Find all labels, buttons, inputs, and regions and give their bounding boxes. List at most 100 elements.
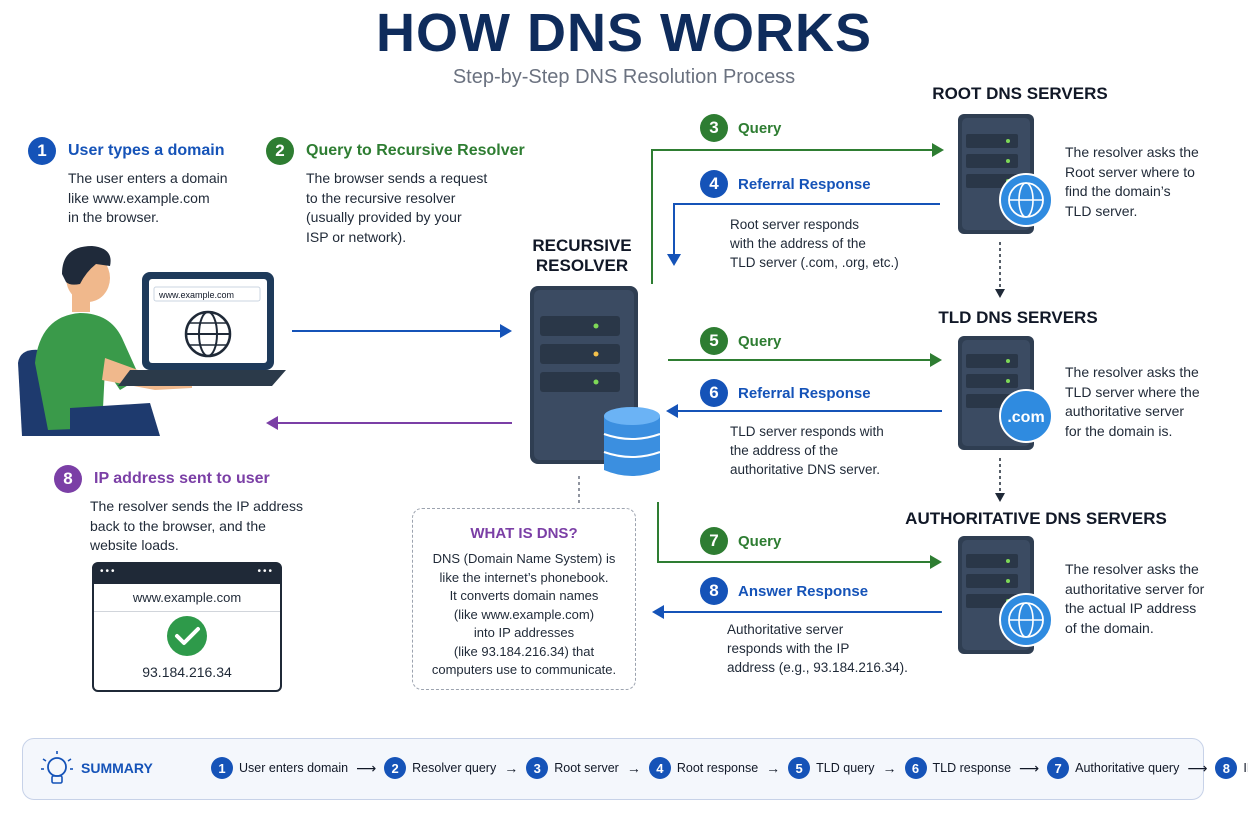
tld-desc-line: TLD server where the (1065, 383, 1200, 400)
tld-response-label: 6 Referral Response (700, 379, 871, 407)
step-2-line: (usually provided by your (306, 209, 462, 225)
summary-step-label: Root response (676, 761, 759, 775)
auth-desc-line: of the domain. (1065, 619, 1154, 636)
summary-step-badge: 6 (904, 757, 927, 779)
summary-step-badge: 3 (526, 757, 549, 779)
summary-arrow-icon: ⟶ (1019, 759, 1040, 776)
what-is-dns-box: WHAT IS DNS? DNS (Domain Name System) is… (412, 508, 636, 690)
tld-desc: The resolver asks the TLD server where t… (1065, 363, 1200, 441)
summary-arrow-icon: → (766, 760, 781, 776)
root-response-badge: 4 (700, 170, 728, 198)
auth-desc-line: the actual IP address (1065, 600, 1197, 616)
root-flow-arrows (651, 143, 944, 284)
summary-step-label: Authoritative query (1075, 761, 1180, 775)
auth-desc-line: The resolver asks the (1065, 561, 1199, 577)
step-1-badge: 1 (28, 137, 56, 165)
step-2-line: The browser sends a request (306, 170, 488, 186)
user-resolver-arrows (266, 324, 512, 430)
summary-step-badge: 8 (1215, 757, 1238, 779)
tld-response-desc: TLD server responds with the address of … (730, 422, 884, 479)
step-8: 8 IP address sent to user The resolver s… (54, 465, 303, 556)
summary-arrow-icon: → (882, 760, 897, 776)
resolver-title-line: RESOLVER (535, 256, 629, 275)
result-browser-window: ••• ••• www.example.com 93.184.216.34 (92, 562, 282, 692)
com-badge-circle (999, 389, 1053, 443)
root-response-line: TLD server (.com, .org, etc.) (730, 255, 899, 270)
root-response-line: with the address of the (730, 236, 866, 251)
step-2-badge: 2 (266, 137, 294, 165)
root-response-line: Root server responds (730, 217, 860, 232)
com-badge: .com (1007, 409, 1044, 426)
what-is-dns-title: WHAT IS DNS? (470, 525, 578, 542)
browser-titlebar: ••• ••• (94, 564, 280, 584)
tld-response-line: the address of the (730, 443, 839, 458)
tld-title: TLD DNS SERVERS (938, 308, 1098, 327)
summary-step-label: Resolver query (412, 761, 497, 775)
step-2: 2 Query to Recursive Resolver The browse… (266, 137, 525, 247)
auth-response-badge: 8 (700, 577, 728, 605)
resolver-title-line: RECURSIVE (532, 236, 632, 255)
what-is-dns-line: It converts domain names (449, 588, 599, 603)
auth-response-label: 8 Answer Response (700, 577, 868, 605)
tld-server-icon: .com (958, 336, 1053, 450)
summary-step-badge: 4 (648, 757, 671, 779)
auth-response-desc: Authoritative server responds with the I… (727, 620, 908, 677)
root-desc-line: TLD server. (1065, 202, 1138, 219)
step-1-line: The user enters a domain (68, 170, 228, 186)
auth-title: AUTHORITATIVE DNS SERVERS (905, 509, 1167, 528)
summary-arrow-icon: ⟶ (1187, 759, 1208, 776)
resolver-info-connector (578, 476, 580, 506)
tld-query-badge: 5 (700, 327, 728, 355)
tld-response-line: authoritative DNS server. (730, 462, 881, 477)
tld-desc-line: for the domain is. (1065, 422, 1173, 439)
auth-desc-line: authoritative server for (1065, 580, 1205, 597)
auth-flow-arrows (652, 502, 942, 619)
root-response-label: 4 Referral Response (700, 170, 871, 198)
result-url: www.example.com (94, 590, 280, 612)
step-1-title: User types a domain (68, 142, 225, 159)
step-2-line: to the recursive resolver (306, 189, 456, 206)
window-dots-left: ••• (100, 566, 117, 577)
checkmark-icon (167, 616, 207, 656)
summary-step-label: Root server (554, 761, 619, 775)
root-desc-line: The resolver asks the (1065, 144, 1199, 160)
what-is-dns-line: DNS (Domain Name System) is (432, 551, 616, 566)
what-is-dns-line: computers use to communicate. (431, 662, 617, 677)
root-desc-line: Root server where to (1065, 163, 1195, 180)
window-dots-right: ••• (257, 566, 274, 577)
tld-response-line: TLD server responds with (730, 424, 884, 439)
tld-response-badge: 6 (700, 379, 728, 407)
step-2-title: Query to Recursive Resolver (306, 142, 525, 159)
summary-arrow-icon: → (626, 760, 641, 776)
tld-query-label: 5 Query (700, 327, 781, 355)
root-query-label: 3 Query (700, 114, 781, 142)
page-title: HOW DNS WORKS (376, 3, 872, 63)
summary-step-badge: 5 (788, 757, 811, 779)
step-1-line: like www.example.com (68, 189, 210, 206)
auth-response-line: address (e.g., 93.184.216.34). (727, 660, 908, 675)
what-is-dns-line: into IP addresses (473, 625, 575, 640)
page-subtitle: Step-by-Step DNS Resolution Process (452, 66, 796, 88)
auth-query-text: Query (738, 532, 782, 550)
summary-step-label: User enters domain (239, 761, 349, 775)
step-2-line: ISP or network). (306, 228, 407, 245)
globe-icon (999, 593, 1053, 647)
summary-label: SUMMARY (81, 760, 153, 776)
auth-response-line: Authoritative server (727, 622, 844, 637)
tld-query-text: Query (738, 332, 782, 350)
root-desc-line: find the domain’s (1065, 183, 1171, 199)
summary-step-label: TLD response (932, 761, 1012, 775)
tier-connectors (995, 242, 1005, 502)
summary-arrow-icon: ⟶ (356, 759, 377, 776)
auth-query-label: 7 Query (700, 527, 781, 555)
summary-step-badge: 2 (384, 757, 407, 779)
root-query-text: Query (738, 119, 782, 137)
what-is-dns-line: (like 93.184.216.34) that (453, 643, 595, 659)
tld-desc-line: The resolver asks the (1065, 364, 1199, 380)
step-8-line: website loads. (90, 537, 179, 553)
globe-icon (999, 173, 1053, 227)
result-ip: 93.184.216.34 (142, 664, 232, 680)
step-1-line: in the browser. (68, 209, 160, 225)
step-8-line: back to the browser, and the (90, 517, 266, 534)
root-title: ROOT DNS SERVERS (932, 84, 1108, 103)
